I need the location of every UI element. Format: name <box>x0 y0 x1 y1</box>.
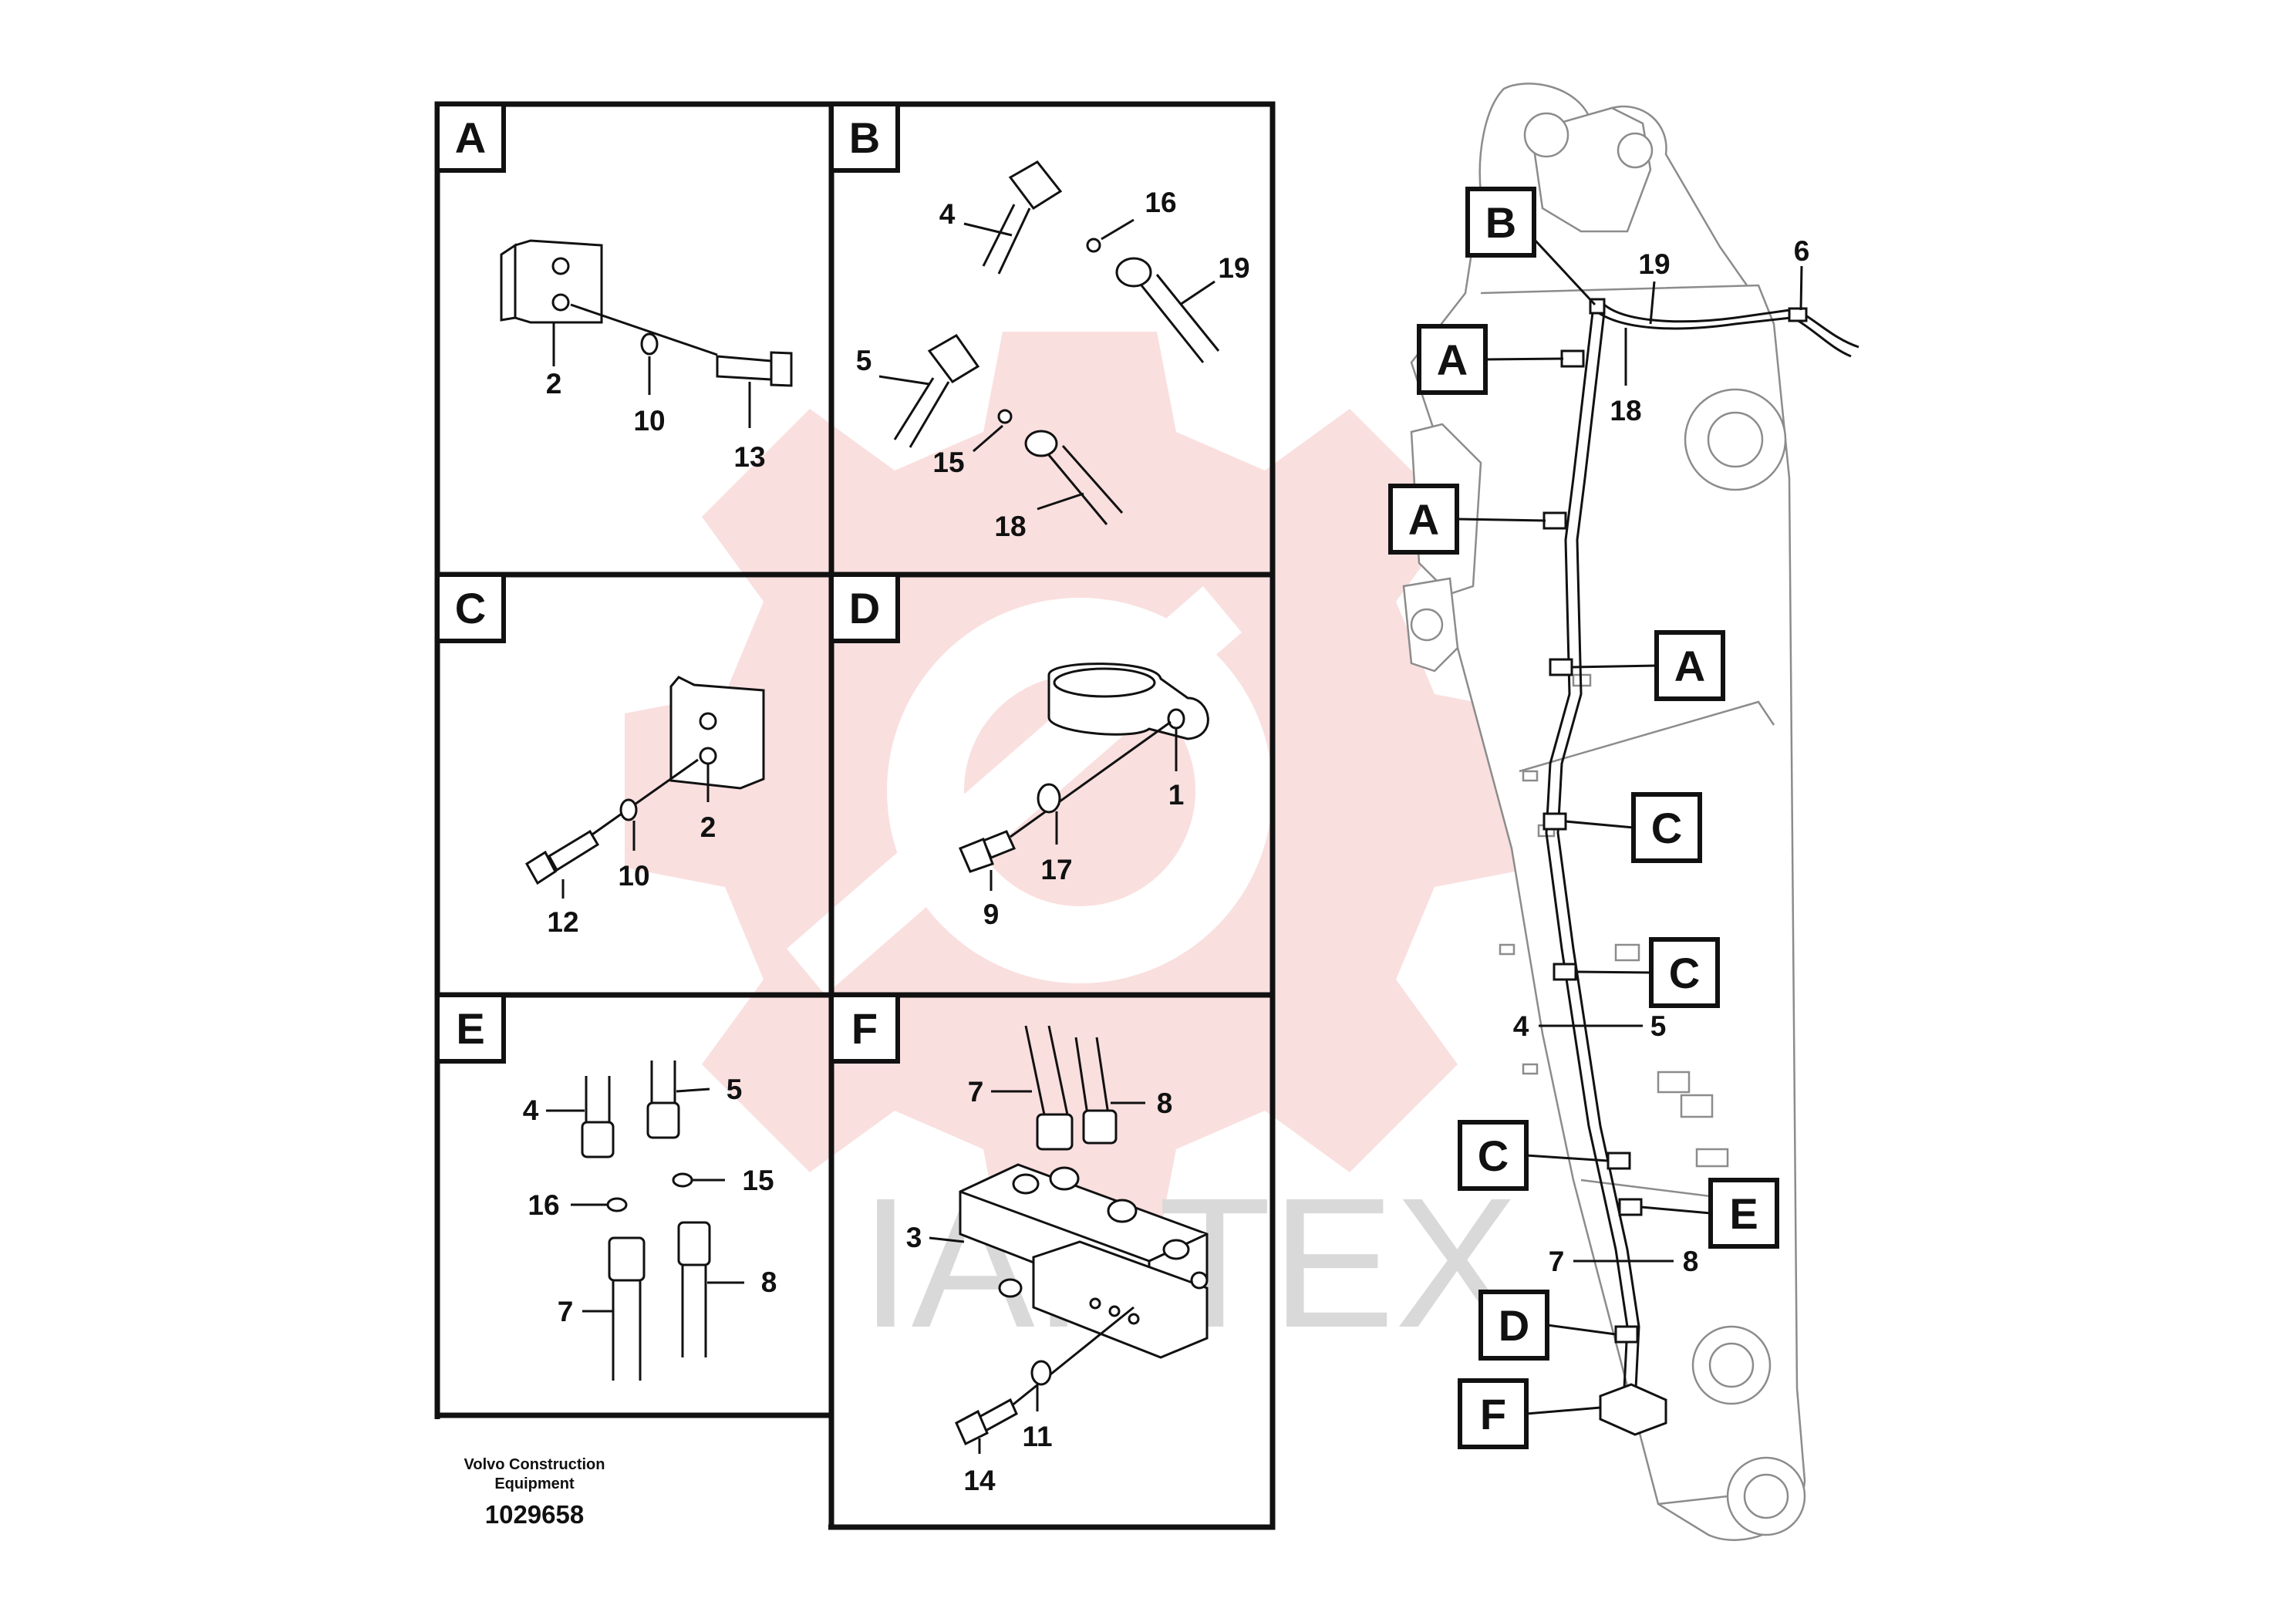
boom-label-18: 18 <box>1610 395 1641 427</box>
bolt-part <box>959 830 1017 873</box>
label-b-18: 18 <box>994 511 1026 542</box>
clamp-plate-part <box>669 676 765 790</box>
label-b-5: 5 <box>856 345 872 376</box>
company-line2: Equipment <box>494 1475 575 1492</box>
o-ring-15 <box>997 409 1013 424</box>
hose-fitting-18 <box>1024 430 1124 525</box>
label-e-4: 4 <box>523 1094 539 1126</box>
boom-label-6: 6 <box>1794 235 1810 267</box>
label-f-11: 11 <box>1022 1421 1052 1452</box>
label-e-16: 16 <box>528 1189 559 1221</box>
boom-callout-a3: A <box>1571 630 1725 701</box>
bolt-part <box>716 351 793 387</box>
label-d-17: 17 <box>1040 854 1072 885</box>
boom-callout-c3: C <box>1458 1120 1609 1191</box>
boom-callout-a3-text: A <box>1674 642 1705 690</box>
panel-c: C 2 10 12 <box>435 572 765 938</box>
boom-callout-c1: C <box>1565 792 1702 863</box>
label-e-5: 5 <box>727 1074 743 1105</box>
label-c-2: 2 <box>700 811 716 843</box>
hose-8 <box>1074 1037 1118 1145</box>
panel-c-caption: C <box>455 584 486 632</box>
label-f-3: 3 <box>906 1222 922 1253</box>
manifold-block <box>959 1163 1209 1359</box>
label-d-1: 1 <box>1168 779 1185 811</box>
hose-fitting-4 <box>982 160 1063 275</box>
hose-4 <box>581 1076 615 1158</box>
label-b-15: 15 <box>932 447 964 478</box>
label-a-13: 13 <box>733 441 765 473</box>
panel-b-caption: B <box>849 113 880 162</box>
boom-callout-e: E <box>1640 1178 1779 1249</box>
boom-callout-d-text: D <box>1499 1301 1529 1350</box>
label-b-16: 16 <box>1145 187 1176 218</box>
hose-7 <box>1024 1025 1074 1151</box>
part-number: 1029658 <box>485 1500 584 1529</box>
boom-callout-a2-text: A <box>1408 495 1439 544</box>
boom-callout-c3-text: C <box>1478 1131 1509 1180</box>
hose-route <box>1542 298 1859 1436</box>
hose-fitting-19 <box>1115 257 1220 363</box>
boom-callout-c2-text: C <box>1669 949 1700 997</box>
boom-label-5: 5 <box>1650 1010 1667 1042</box>
label-b-19: 19 <box>1218 252 1249 284</box>
label-a-10: 10 <box>633 405 665 437</box>
bolt-part <box>524 829 600 885</box>
boom-callout-f: F <box>1458 1378 1601 1449</box>
panel-a: A 2 10 13 <box>435 102 793 473</box>
boom-label-4: 4 <box>1513 1010 1529 1042</box>
boom-callout-f-text: F <box>1480 1390 1506 1438</box>
footer: Volvo Construction Equipment 1029658 <box>464 1456 605 1529</box>
washer-part <box>619 798 638 821</box>
label-c-12: 12 <box>547 906 578 938</box>
label-f-14: 14 <box>963 1465 996 1496</box>
panel-f: F <box>829 993 1209 1496</box>
hose-8 <box>677 1221 711 1357</box>
boom-callout-b: B <box>1465 187 1596 306</box>
boom-callout-a2: A <box>1388 484 1546 555</box>
panel-d-caption: D <box>849 584 880 632</box>
boom-label-7: 7 <box>1549 1246 1565 1277</box>
p-clamp-part <box>1047 663 1209 740</box>
label-e-7: 7 <box>558 1296 574 1327</box>
boom-callout-e-text: E <box>1729 1189 1758 1238</box>
boom-drawing: B A A A C C C <box>1388 83 1859 1541</box>
boom-callout-d: D <box>1478 1290 1617 1361</box>
hose-5 <box>646 1061 680 1139</box>
label-e-15: 15 <box>742 1165 774 1196</box>
boom-label-8: 8 <box>1683 1246 1699 1277</box>
company-line1: Volvo Construction <box>464 1456 605 1473</box>
panel-e-caption: E <box>456 1004 484 1053</box>
o-ring-15 <box>672 1172 693 1188</box>
label-b-4: 4 <box>939 198 956 230</box>
boom-label-19: 19 <box>1638 248 1670 280</box>
label-c-10: 10 <box>618 860 649 892</box>
boom-callout-c1-text: C <box>1651 804 1682 852</box>
panel-b: B 4 16 19 5 <box>829 102 1250 542</box>
label-e-8: 8 <box>761 1266 777 1298</box>
o-ring-16 <box>1086 238 1101 253</box>
washer-part <box>1030 1360 1052 1386</box>
washer-part <box>1037 783 1061 814</box>
boom-callout-b-text: B <box>1485 198 1516 247</box>
hose-fitting-5 <box>893 334 980 448</box>
o-ring-16 <box>606 1197 628 1212</box>
panel-f-caption: F <box>851 1004 878 1053</box>
label-d-9: 9 <box>983 899 1000 930</box>
boom-callout-a1-text: A <box>1437 336 1468 384</box>
label-a-2: 2 <box>546 368 562 400</box>
boom-callout-a1: A <box>1417 324 1564 395</box>
label-f-7: 7 <box>968 1076 984 1108</box>
label-f-8: 8 <box>1157 1088 1173 1119</box>
bolt-part <box>955 1398 1018 1446</box>
panel-a-caption: A <box>455 113 486 162</box>
clamp-plate-part <box>500 239 603 324</box>
boom-callout-c2: C <box>1575 937 1720 1008</box>
panel-e: E 4 5 16 15 7 <box>435 993 777 1381</box>
hose-7 <box>608 1236 646 1381</box>
washer-part <box>640 332 659 356</box>
panel-d: D 1 17 9 <box>829 572 1209 930</box>
